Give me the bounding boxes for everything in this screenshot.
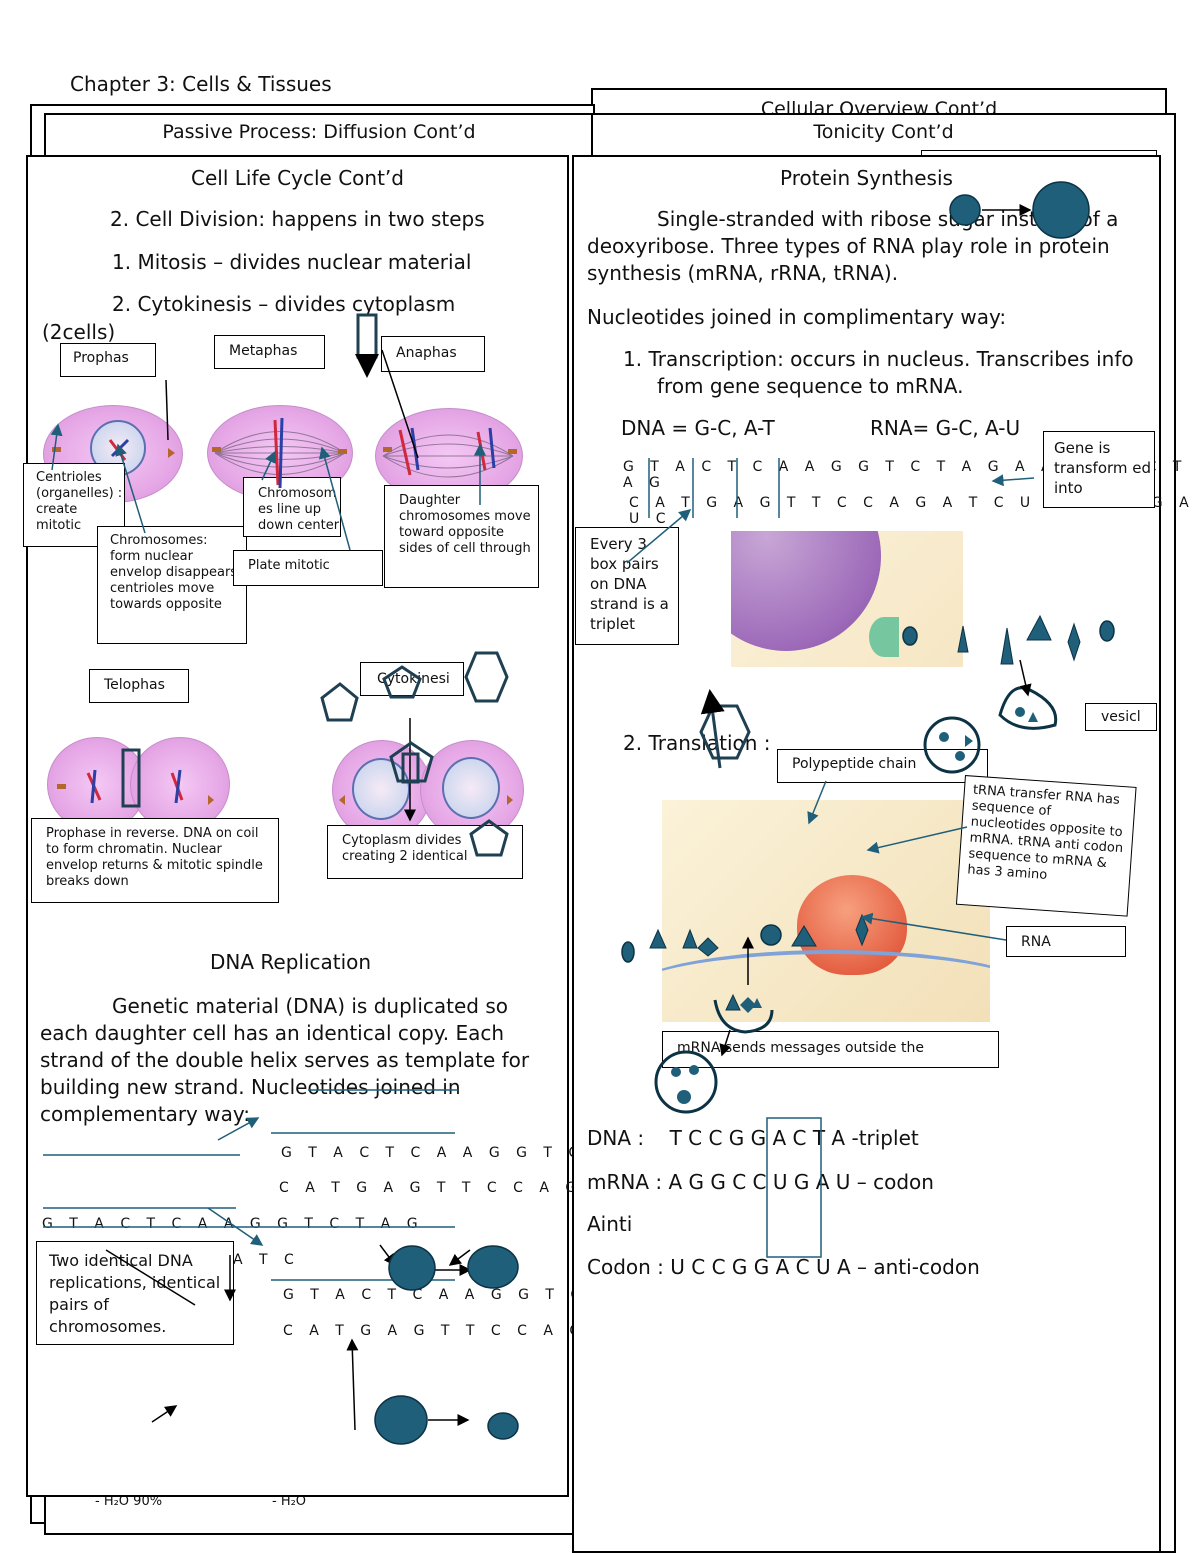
nucleotides-line: Nucleotides joined in complimentary way:	[587, 305, 1007, 329]
vesicle-contents	[671, 707, 1038, 1104]
prophase-reverse-note: Prophase in reverse. DNA on coil to form…	[31, 818, 279, 903]
passive-process-title: Passive Process: Diffusion Cont’d	[162, 121, 476, 143]
cytokinesis-nucleus-left	[352, 758, 410, 820]
chromosomes-line-note: Chromosom es line up down center	[243, 477, 341, 537]
dna-seq-4: G T A C T C A A G G T C A G	[283, 1287, 640, 1303]
teal-circles	[374, 181, 1115, 1445]
translation-line: 2. Translation :	[623, 731, 771, 755]
ribosome-illustration	[662, 800, 990, 1022]
chromosomes-note: Chromosomes: form nuclear envelop disapp…	[97, 526, 247, 644]
chapter-title: Chapter 3: Cells & Tissues	[70, 72, 332, 96]
dna-seq-2: C A T G A G T T C C A G A T C	[279, 1180, 660, 1196]
tonicity-title: Tonicity Cont’d	[813, 121, 954, 143]
mrna-note: mRNA sends messages outside the	[662, 1031, 999, 1068]
bottom-fragment-right: - H₂O	[272, 1494, 307, 1509]
rna-label: RNA	[1006, 926, 1126, 957]
bottom-fragment-left: - H₂O 90%	[95, 1494, 163, 1509]
transcription-line: 1. Transcription: occurs in nucleus. Tra…	[623, 347, 1134, 398]
centriole-marks	[52, 447, 517, 805]
plate-note: Plate mitotic	[233, 550, 383, 586]
left-teal-arrows	[43, 423, 486, 1281]
ainti-line: Ainti	[587, 1212, 633, 1236]
right-black-arrows	[719, 659, 1032, 1057]
anaphase-label: Anaphas	[381, 336, 485, 372]
triplet-note: Every 3 box pairs on DNA strand is a tri…	[575, 527, 679, 645]
spindle-fibers	[214, 431, 514, 478]
dna-seq-3: G T A C T C A A G G T C T A G	[42, 1216, 424, 1232]
daughter-note: Daughter chromosomes move toward opposit…	[384, 485, 539, 588]
cell-division-line: 2. Cell Division: happens in two steps	[110, 207, 485, 231]
dna-seq-5: C A T G A G T T C C A G T C	[283, 1323, 638, 1339]
dna-pair: DNA = G-C, A-T	[621, 416, 775, 440]
telophase-cell-right	[130, 737, 230, 832]
metaphase-label: Metaphas	[214, 335, 325, 369]
transcription-seq-top: G T A C T C A A G G T C T A G A A G G T …	[623, 459, 1188, 491]
mrna-codon-line: mRNA : A G G C C U G A U – codon	[587, 1170, 934, 1194]
mitosis-line: 1. Mitosis – divides nuclear material	[112, 250, 472, 274]
gene-note: Gene is transform ed into	[1043, 431, 1155, 508]
dna-replication-title: DNA Replication	[210, 950, 372, 974]
left-panel-title: Cell Life Cycle Cont’d	[191, 166, 404, 190]
dna-seq-3-tail: A T C	[233, 1252, 300, 1268]
telophase-label: Telophas	[89, 669, 189, 703]
cytokinesis-nucleus-right	[442, 757, 500, 819]
rna-pair: RNA= G-C, A-U	[870, 416, 1021, 440]
dna-seq-1: G T A C T C A A G G T C T A G	[281, 1145, 663, 1161]
teal-triangles	[649, 614, 1081, 1011]
prophase-label: Prophas	[60, 343, 156, 377]
dna-triplet-line: DNA : T C C G G A C T A -triplet	[587, 1126, 919, 1150]
overlay-shapes	[121, 313, 751, 857]
cytoplasm-divides-note: Cytoplasm divides creating 2 identical	[327, 825, 523, 879]
left-black-arrows	[105, 349, 472, 1431]
cytokinesis-label: Cytokinesi	[360, 662, 464, 696]
right-teal-lines	[626, 458, 1035, 1258]
two-identical-note: Two identical DNA replications, identica…	[36, 1241, 234, 1345]
nucleus-illustration	[731, 531, 963, 667]
vesicle-groups	[654, 686, 1058, 1114]
polypeptide-label: Polypeptide chain	[777, 749, 988, 783]
two-cells-text: (2cells)	[42, 320, 116, 344]
right-panel-title: Protein Synthesis	[780, 166, 953, 190]
anticodon-line: Codon : U C C G G A C U A – anti-codon	[587, 1255, 980, 1279]
dna-replication-paragraph: Genetic material (DNA) is duplicated so …	[40, 994, 530, 1126]
cytokinesis-line: 2. Cytokinesis – divides cytoplasm	[112, 292, 456, 316]
vesicle-label: vesicl	[1085, 703, 1157, 731]
